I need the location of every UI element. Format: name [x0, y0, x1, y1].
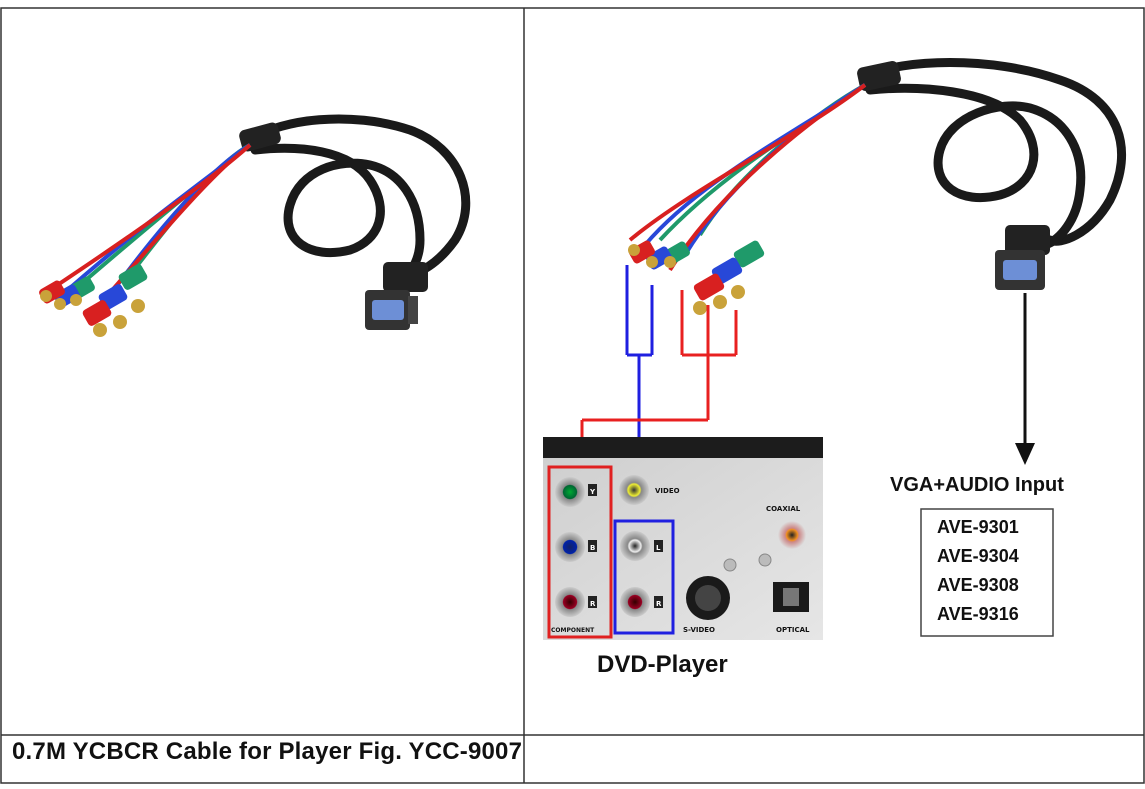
port-y-label: Y — [589, 488, 596, 496]
component-highlight-frame — [547, 465, 613, 639]
jack-audio-l — [620, 531, 650, 561]
jack-pr — [555, 587, 585, 617]
model-item: AVE-9301 — [937, 517, 1019, 537]
port-r-label: R — [590, 600, 596, 608]
cable-photo-left — [39, 114, 471, 337]
jack-audio-r — [620, 587, 650, 617]
jack-video — [619, 475, 649, 505]
model-item: AVE-9316 — [937, 604, 1019, 624]
vga-input-label: VGA+AUDIO Input — [890, 474, 1064, 496]
component-connection-lines — [580, 290, 738, 470]
jack-pb — [555, 532, 585, 562]
coaxial-label: COAXIAL — [766, 505, 801, 513]
table-borders — [0, 7, 1145, 784]
jack-y — [555, 477, 585, 507]
model-item: AVE-9304 — [937, 546, 1019, 566]
model-item: AVE-9308 — [937, 575, 1019, 595]
component-label: COMPONENT — [551, 627, 595, 634]
audio-highlight-frame — [613, 519, 675, 635]
port-l-label: L — [656, 544, 661, 552]
svideo-label: S-VIDEO — [683, 626, 715, 634]
video-label: VIDEO — [655, 487, 680, 495]
port-b-label: B — [590, 544, 595, 552]
dvd-player-panel: Y B R VIDEO L R COAXIAL S-VIDEO OPTICAL … — [543, 437, 823, 640]
vga-arrow — [1015, 293, 1035, 465]
model-list-box: AVE-9301 AVE-9304 AVE-9308 AVE-9316 — [920, 508, 1054, 637]
port-rr-label: R — [656, 600, 662, 608]
figure-caption: 0.7M YCBCR Cable for Player Fig. YCC-900… — [12, 738, 523, 765]
optical-label: OPTICAL — [776, 626, 810, 634]
jack-coaxial — [778, 521, 806, 549]
dvd-player-title: DVD-Player — [597, 651, 728, 678]
cable-photo-right — [628, 58, 1127, 315]
